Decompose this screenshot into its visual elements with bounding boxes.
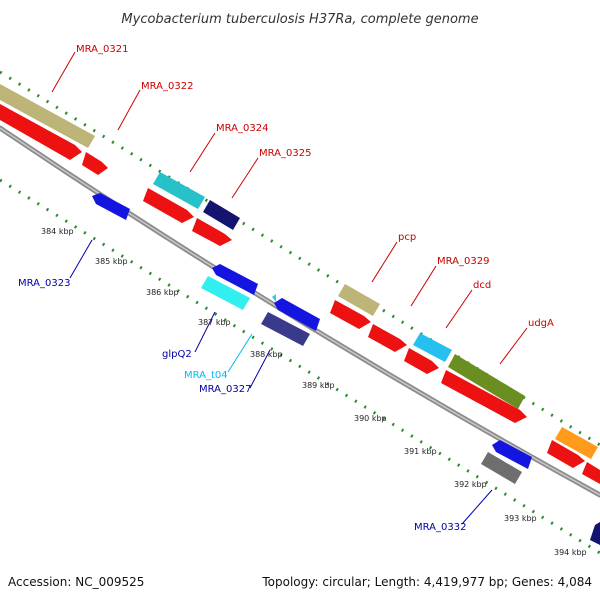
gene-bar-mra-0325 xyxy=(203,200,240,230)
gene-label-mra-0321[interactable]: MRA_0321 xyxy=(76,44,128,55)
tick-label: 387 kbp xyxy=(198,318,231,327)
gene-label-mra-0325[interactable]: MRA_0325 xyxy=(259,148,311,159)
gene-bar-dcd xyxy=(413,333,452,362)
tick-labels: 384 kbp 385 kbp 386 kbp 387 kbp 388 kbp … xyxy=(41,227,587,557)
gene-bar-pcp xyxy=(338,284,380,316)
gene-arrow-red-8 xyxy=(441,370,527,423)
gene-arrow-red-2 xyxy=(82,152,108,175)
gene-bar-mra-0332 xyxy=(481,452,522,484)
gene-label-mra-0323[interactable]: MRA_0323 xyxy=(18,278,70,289)
gene-arrow-red-5 xyxy=(330,300,371,329)
gene-arrow-mra-0323 xyxy=(92,193,130,220)
gene-bar-glpq2-cyan xyxy=(201,276,250,310)
gene-label-mra-0332[interactable]: MRA_0332 xyxy=(414,522,466,533)
gene-label-mra-0327[interactable]: MRA_0327 xyxy=(199,384,251,395)
tick-label: 391 kbp xyxy=(404,447,437,456)
gene-label-mra-0329[interactable]: MRA_0329 xyxy=(437,256,489,267)
gene-arrow-red-1 xyxy=(0,104,82,160)
gene-label-mra-0322[interactable]: MRA_0322 xyxy=(141,81,193,92)
gene-label-dcd[interactable]: dcd xyxy=(473,280,491,291)
gene-label-mra-0324[interactable]: MRA_0324 xyxy=(216,123,268,134)
tick-label: 392 kbp xyxy=(454,480,487,489)
genome-stats-text: Topology: circular; Length: 4,419,977 bp… xyxy=(261,575,592,589)
gene-label-mra-t04[interactable]: MRA_t04 xyxy=(184,370,228,381)
tick-label: 384 kbp xyxy=(41,227,74,236)
gene-bar-mra-0321 xyxy=(0,84,95,148)
gene-bar-orange xyxy=(555,427,598,459)
tick-label: 390 kbp xyxy=(354,414,387,423)
tick-label: 386 kbp xyxy=(146,288,179,297)
gene-bar-mra-0324 xyxy=(153,172,205,209)
outer-tick-ring xyxy=(0,70,600,447)
gene-label-glpq2[interactable]: glpQ2 xyxy=(162,349,192,360)
gene-arrow-red-7 xyxy=(404,348,439,374)
gene-label-pcp[interactable]: pcp xyxy=(398,232,416,243)
gene-arrow-red-6 xyxy=(368,324,407,352)
map-title: Mycobacterium tuberculosis H37Ra, comple… xyxy=(121,12,478,27)
gene-labels: MRA_0321 MRA_0322 MRA_0324 MRA_0325 MRA_… xyxy=(18,44,554,533)
gene-arrow-red-4 xyxy=(192,218,232,246)
leader-lines xyxy=(51,51,528,525)
gene-arrow-red-9 xyxy=(547,440,585,468)
gene-arrow-mra-t04 xyxy=(272,294,276,302)
gene-arrow-red-10 xyxy=(582,462,600,484)
gene-arrow-glpq2 xyxy=(212,264,258,295)
gene-bar-udga xyxy=(448,354,525,409)
gene-label-udga[interactable]: udgA xyxy=(528,318,554,329)
gene-arrow-red-3 xyxy=(143,188,194,223)
gene-bar-navy-edge xyxy=(590,522,600,545)
tick-label: 393 kbp xyxy=(504,514,537,523)
tick-label: 385 kbp xyxy=(95,257,128,266)
tick-label: 389 kbp xyxy=(302,381,335,390)
gene-arrow-blue-2 xyxy=(274,298,320,331)
accession-text: Accession: NC_009525 xyxy=(8,575,144,589)
gene-arrow-blue-3 xyxy=(492,440,532,469)
gene-bar-mra-0327 xyxy=(261,312,310,346)
inner-tick-ring xyxy=(0,178,600,555)
tick-label: 394 kbp xyxy=(554,548,587,557)
tick-label: 388 kbp xyxy=(250,350,283,359)
